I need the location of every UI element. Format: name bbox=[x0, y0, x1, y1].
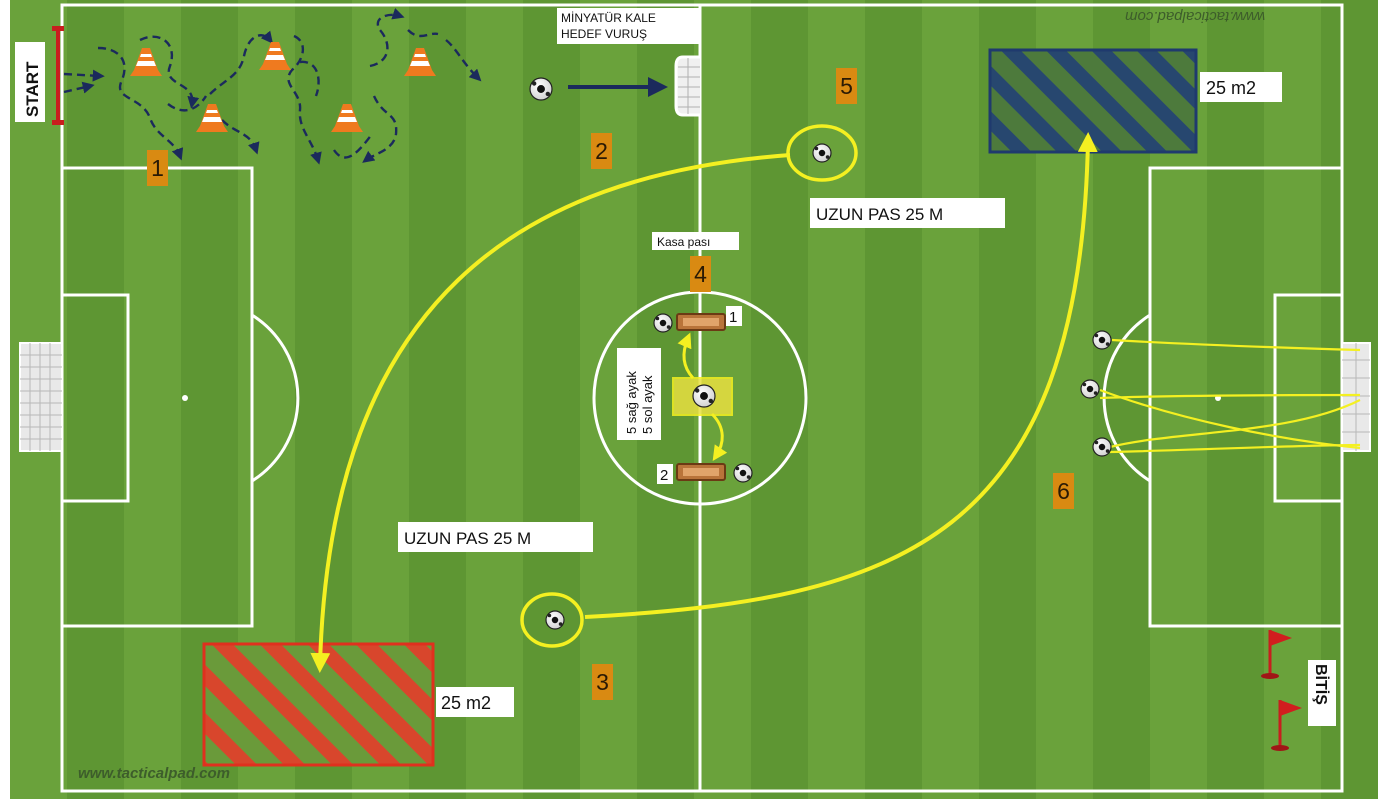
target-zone-top bbox=[990, 50, 1196, 152]
bench-top-number: 1 bbox=[729, 309, 737, 326]
ball bbox=[1081, 380, 1099, 398]
area-bottom-label: 25 m2 bbox=[441, 693, 491, 713]
station-number-5: 5 bbox=[840, 73, 853, 99]
mini-goal-label-line1: MİNYATÜR KALE bbox=[561, 11, 656, 25]
kasa-pasi-label: Kasa pası bbox=[657, 235, 710, 249]
bench-bottom bbox=[677, 464, 725, 480]
ball bbox=[813, 144, 831, 162]
goal-left bbox=[20, 343, 62, 451]
grass-stripe bbox=[67, 0, 124, 799]
bench-bottom-number: 2 bbox=[660, 467, 668, 484]
station-number-4: 4 bbox=[694, 261, 707, 287]
long-pass-bottom: UZUN PAS 25 M bbox=[404, 529, 531, 548]
mini-goal bbox=[676, 57, 700, 115]
watermark-top: www.tacticalpad.com bbox=[1125, 8, 1265, 25]
long-pass-top: UZUN PAS 25 M bbox=[816, 205, 943, 224]
bench-top bbox=[677, 314, 725, 330]
ball bbox=[546, 611, 564, 629]
station-number-1: 1 bbox=[151, 155, 164, 181]
ball bbox=[693, 385, 715, 407]
station-number-2: 2 bbox=[595, 138, 608, 164]
ball bbox=[654, 314, 672, 332]
goal-right bbox=[1342, 343, 1370, 451]
ball bbox=[530, 78, 552, 100]
grass-stripe bbox=[751, 0, 808, 799]
foot-label-line2: 5 sol ayak bbox=[640, 375, 655, 434]
start-label: START bbox=[23, 61, 42, 117]
ball bbox=[734, 464, 752, 482]
station-number-3: 3 bbox=[596, 669, 609, 695]
grass-stripe bbox=[523, 0, 580, 799]
grass-stripe bbox=[865, 0, 922, 799]
finish-label: BİTİŞ bbox=[1312, 664, 1330, 705]
ball bbox=[1093, 331, 1111, 349]
station-number-6: 6 bbox=[1057, 478, 1070, 504]
mini-goal-label-line2: HEDEF VURUŞ bbox=[561, 27, 647, 41]
ball bbox=[1093, 438, 1111, 456]
penalty-spot-left bbox=[182, 395, 188, 401]
area-top-label: 25 m2 bbox=[1206, 78, 1256, 98]
watermark-bottom: www.tacticalpad.com bbox=[78, 765, 230, 782]
foot-label-line1: 5 sağ ayak bbox=[624, 371, 639, 434]
